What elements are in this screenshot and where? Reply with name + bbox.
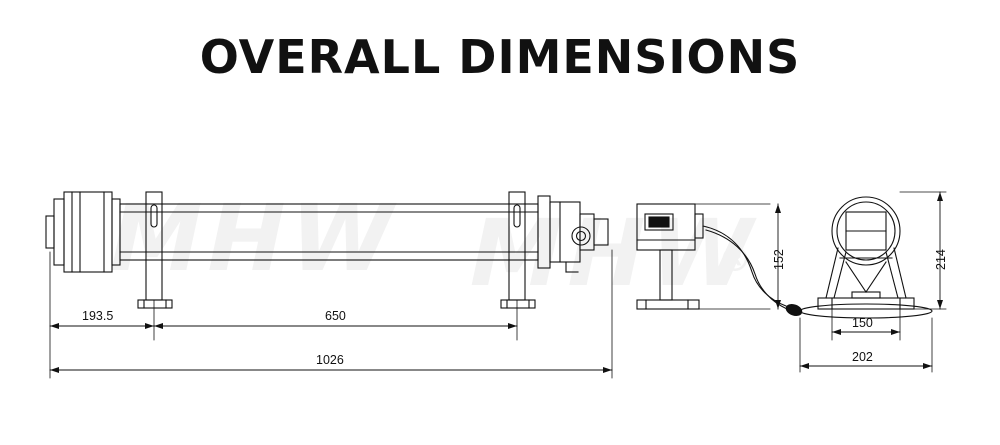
dimension-label-650: 650 (325, 309, 346, 323)
page-title: OVERALL DIMENSIONS (199, 30, 801, 84)
dimension-label-214: 214 (934, 249, 948, 270)
dimension-label-202: 202 (852, 350, 873, 364)
dimension-label-1026: 1026 (316, 353, 344, 367)
dimension-label-152: 152 (772, 249, 786, 270)
dimension-label-150: 150 (852, 316, 873, 330)
dimension-label-193-5: 193.5 (82, 309, 114, 323)
